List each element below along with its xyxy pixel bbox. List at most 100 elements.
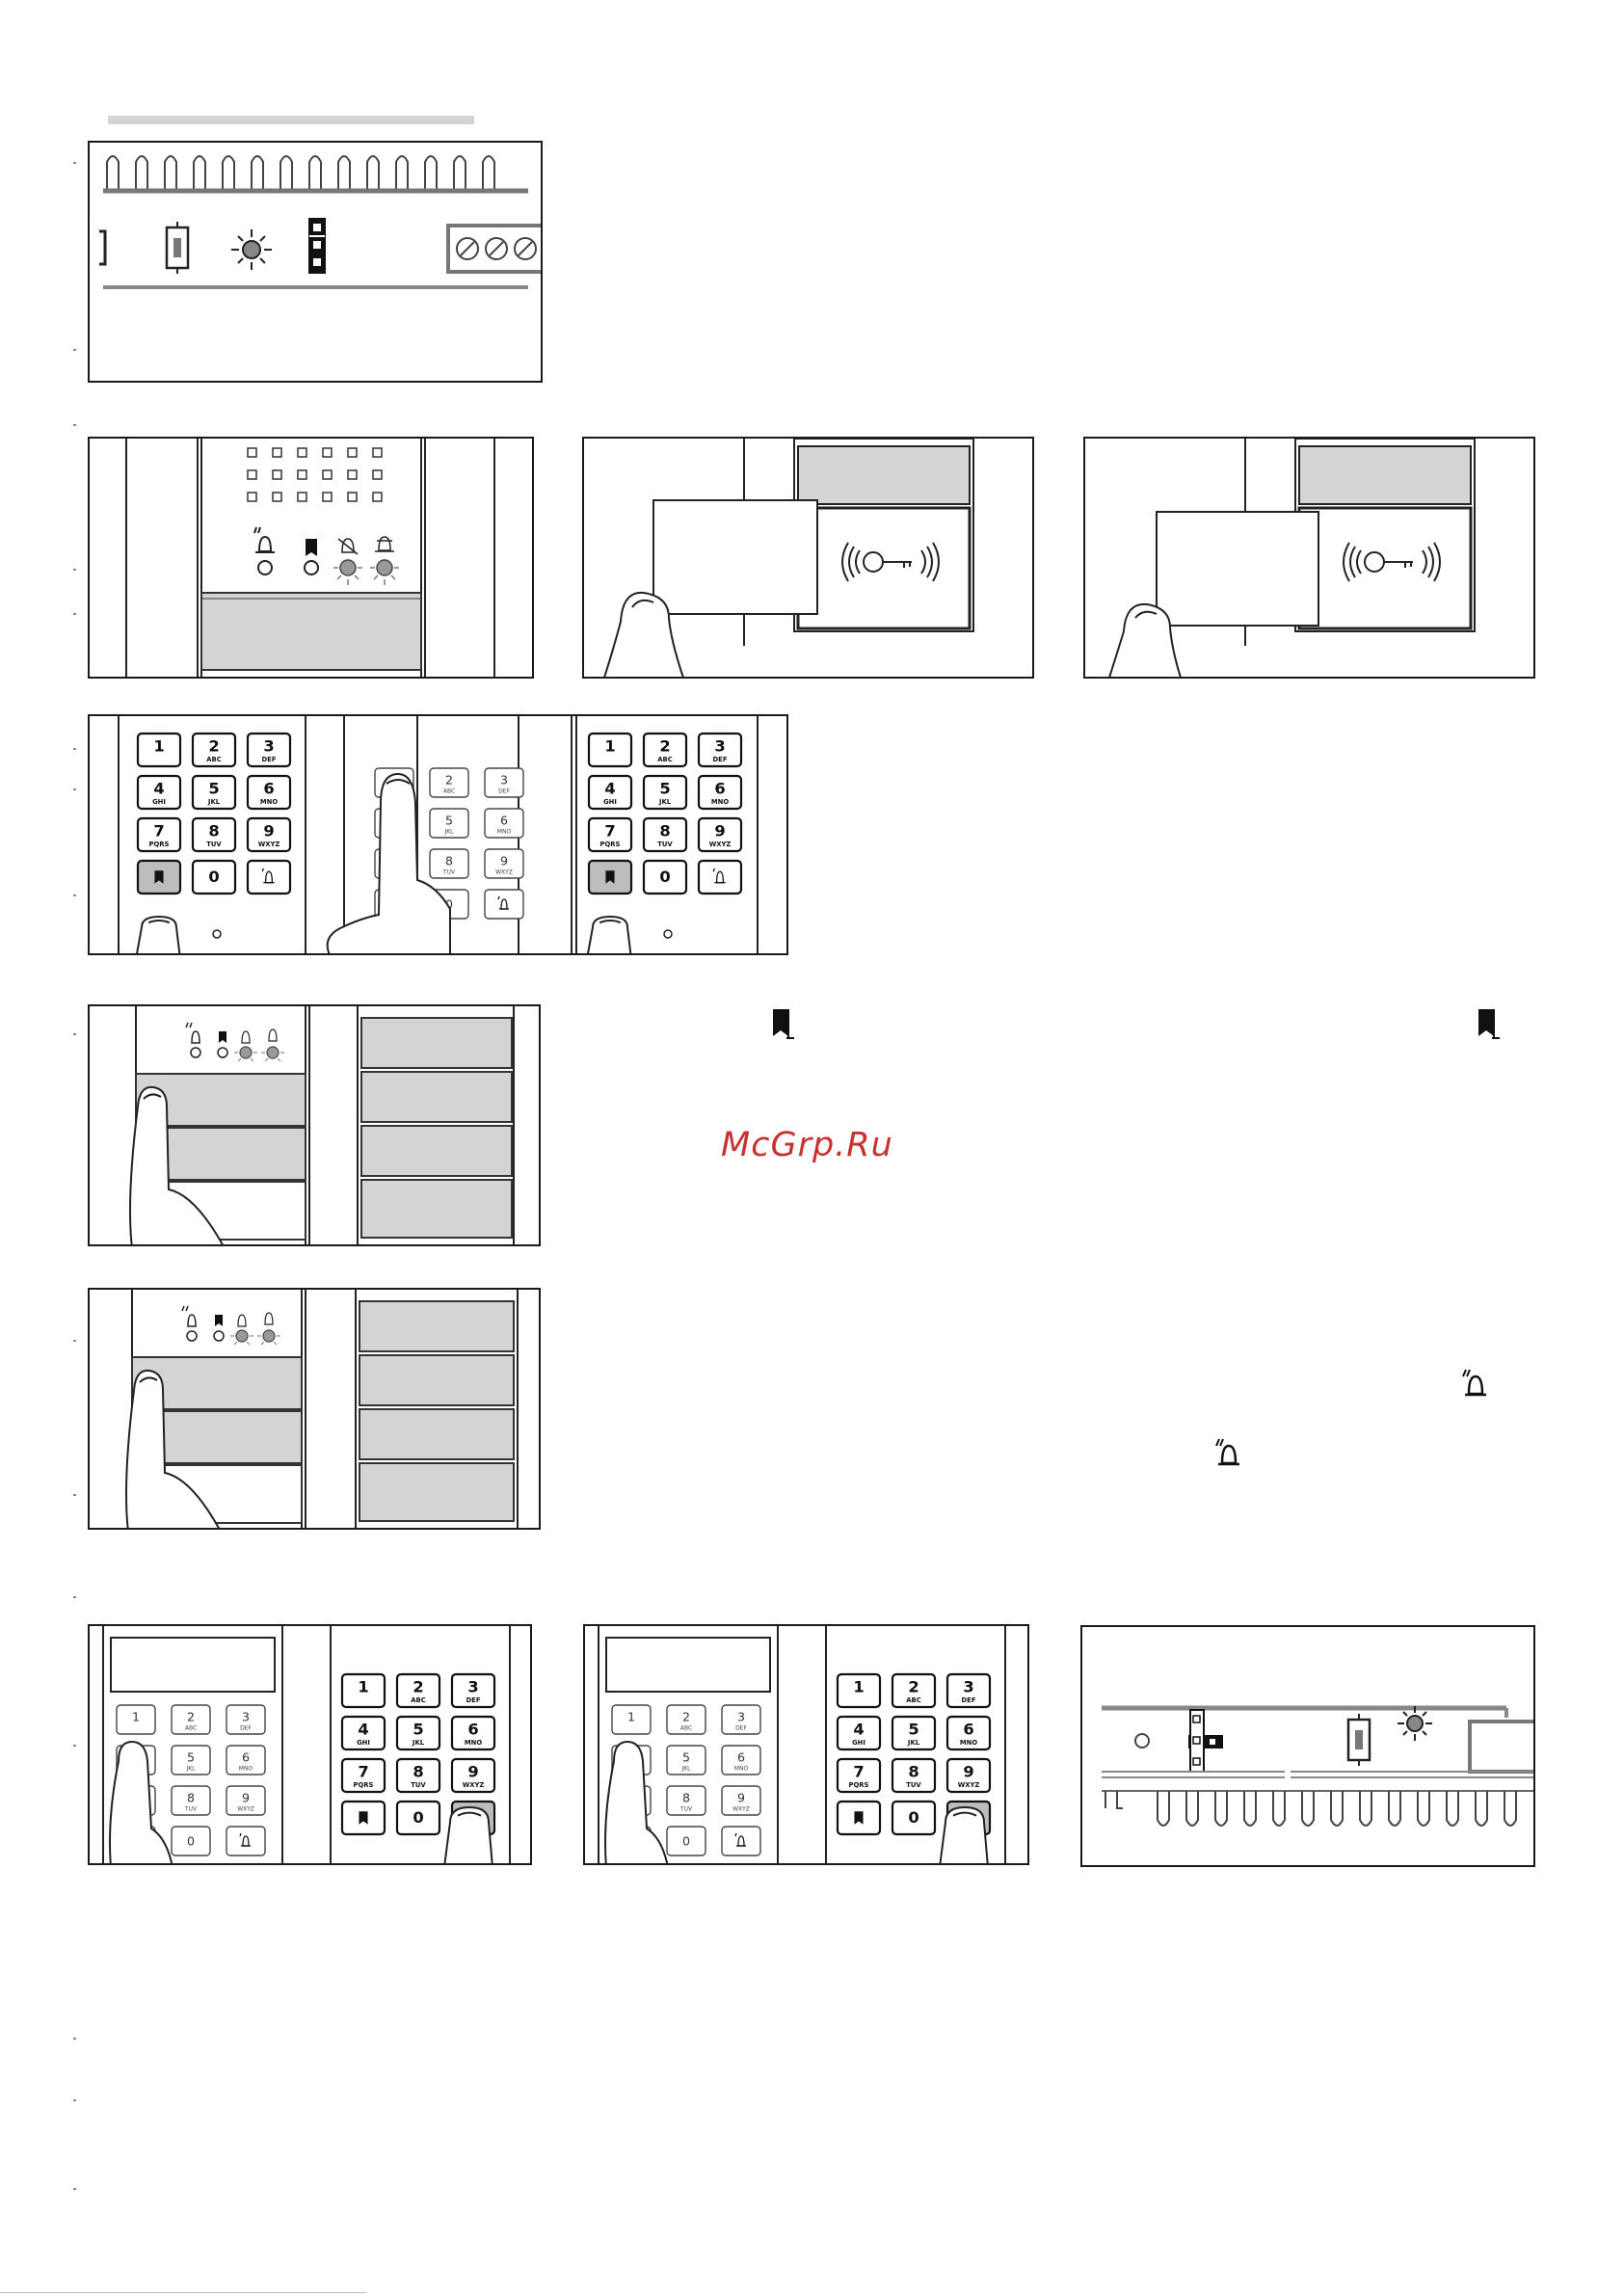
key-digit: 3 — [737, 1710, 745, 1724]
key-letters: PQRS — [354, 1781, 374, 1789]
key-letters: TUV — [206, 841, 222, 848]
key-letters: GHI — [852, 1739, 865, 1747]
screw-terminal-icon — [446, 224, 541, 274]
key-letters: GHI — [357, 1739, 370, 1747]
key-letters: ABC — [906, 1696, 920, 1704]
speaker-grille — [247, 447, 383, 502]
key-digit: 0 — [413, 1808, 423, 1827]
key-1: 1 — [587, 732, 633, 768]
margin-tick — [73, 349, 76, 351]
bell-icon — [261, 868, 275, 884]
key-letters: ABC — [185, 1725, 197, 1732]
figure-button-press-1 — [88, 1004, 541, 1246]
key-digit: 7 — [853, 1763, 864, 1781]
key-0: 0 — [642, 859, 688, 895]
key-digit: 9 — [963, 1763, 973, 1781]
key-letters: JKL — [907, 1739, 920, 1747]
key-letters: ABC — [657, 756, 672, 763]
key-0: 0 — [171, 1826, 211, 1856]
bell-icon — [253, 526, 275, 553]
key-letters: MNO — [734, 1766, 749, 1773]
button-press-drawing-1 — [129, 1006, 515, 1244]
key-digit: 9 — [500, 854, 508, 868]
figure-terminal-block-bottom — [1080, 1625, 1535, 1867]
hand-icon — [604, 1740, 669, 1863]
key-digit: 5 — [682, 1750, 690, 1765]
key-digit: 2 — [187, 1710, 195, 1724]
margin-tick — [73, 894, 76, 896]
key-icon — [1343, 542, 1441, 582]
key-letters: JKL — [412, 1739, 425, 1747]
key-digit: 8 — [208, 822, 219, 841]
key-digit: 2 — [445, 773, 453, 788]
key-bell — [697, 859, 743, 895]
hand-icon — [136, 915, 181, 953]
key-icon — [841, 542, 940, 582]
key-digit: 6 — [242, 1750, 250, 1765]
figure-card-reader-2 — [1083, 437, 1535, 679]
key-digit: 6 — [714, 780, 725, 798]
led-icon — [1398, 1706, 1432, 1741]
card-reader-drawing-1 — [603, 439, 974, 677]
key-1: 1 — [836, 1672, 882, 1709]
key-letters: WXYZ — [495, 869, 513, 876]
door-icon — [154, 870, 164, 884]
key-letters: TUV — [906, 1781, 921, 1789]
key-letters: DEF — [735, 1725, 747, 1732]
watermark: McGrp.Ru — [721, 1126, 893, 1164]
access-card — [652, 499, 818, 615]
key-digit: 6 — [263, 780, 274, 798]
key-door — [587, 859, 633, 895]
door-icon — [854, 1811, 864, 1825]
key-digit: 8 — [413, 1763, 423, 1781]
led-icon — [231, 229, 272, 270]
key-letters: DEF — [962, 1696, 976, 1704]
key-digit: 5 — [208, 780, 219, 798]
hand-icon — [109, 1740, 173, 1863]
key-digit: 9 — [737, 1791, 745, 1805]
margin-tick — [73, 1745, 76, 1747]
push-button-icon — [1346, 1714, 1371, 1766]
key-digit: 8 — [187, 1791, 195, 1805]
door-icon — [219, 1031, 226, 1043]
key-1: 1 — [136, 732, 182, 768]
terminal-pins — [1105, 1791, 1517, 1827]
key-digit: 4 — [853, 1721, 864, 1739]
bell-icon — [712, 868, 726, 884]
key-digit: 8 — [659, 822, 670, 841]
key-letters: TUV — [657, 841, 673, 848]
key-letters: MNO — [465, 1739, 482, 1747]
margin-tick — [73, 748, 76, 750]
key-letters: JKL — [207, 798, 221, 806]
push-button-icon — [165, 222, 190, 274]
key-letters: TUV — [679, 1806, 693, 1813]
figure-status-leds — [88, 437, 534, 679]
key-digit: 6 — [467, 1721, 478, 1739]
key-bell — [226, 1826, 266, 1856]
key-digit: 7 — [604, 822, 615, 841]
